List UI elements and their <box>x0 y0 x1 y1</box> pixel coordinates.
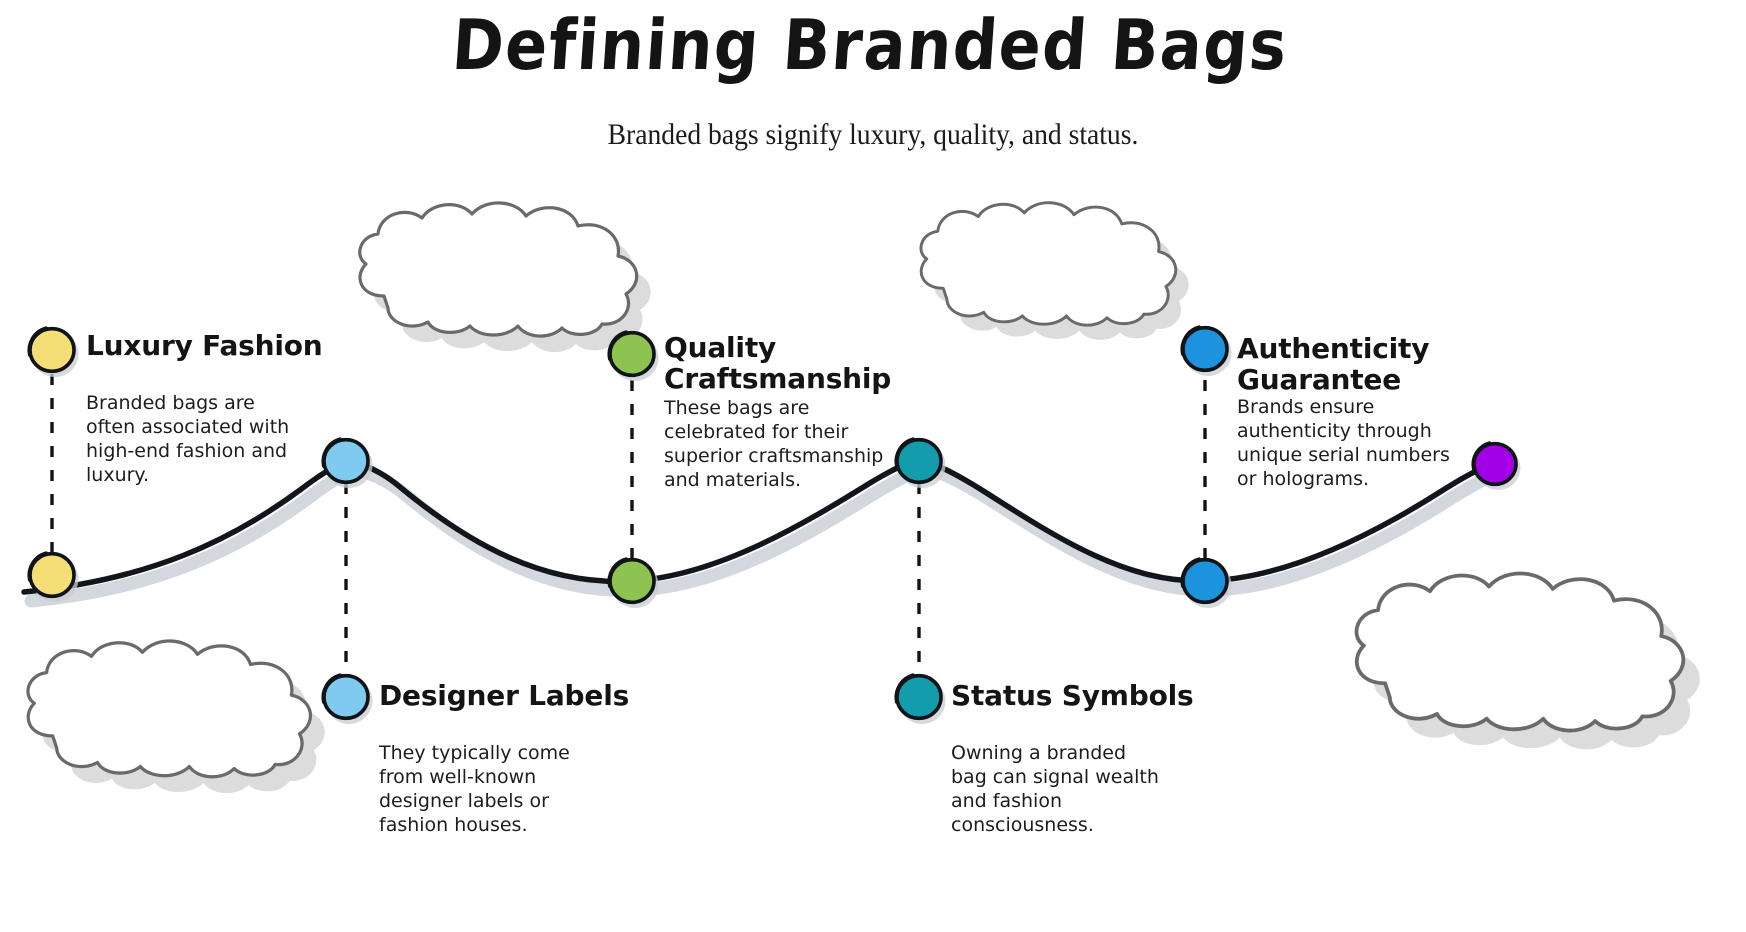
marker-sketch-arc <box>1180 557 1201 588</box>
label-marker-quality-craftsmanship[interactable] <box>607 330 659 381</box>
node-title-status-symbols: Status Symbols <box>951 679 1194 712</box>
marker-sketch-arc <box>607 330 628 361</box>
label-marker-luxury-fashion[interactable] <box>27 326 79 377</box>
marker-sketch-arc <box>1471 441 1492 471</box>
page-subtitle: Branded bags signify luxury, quality, an… <box>607 118 1139 151</box>
cloud-body <box>358 201 639 338</box>
cloud-bottom-left <box>26 639 325 794</box>
endpoint-marker[interactable] <box>1471 441 1521 490</box>
marker-sketch-arc <box>894 437 915 468</box>
cloud-body <box>26 639 313 779</box>
marker-sketch-arc <box>1180 325 1201 356</box>
marker-sketch-arc <box>894 673 915 704</box>
label-marker-authenticity-guarantee[interactable] <box>1180 325 1232 376</box>
node-title-quality-craftsmanship: Quality Craftsmanship <box>664 331 892 396</box>
cloud-top-left <box>358 201 651 353</box>
connector-lines-layer <box>50 371 1207 675</box>
curve-marker-luxury-fashion[interactable] <box>27 551 79 602</box>
curve-marker-quality-craftsmanship[interactable] <box>607 557 659 608</box>
node-title-authenticity-guarantee: Authenticity Guarantee <box>1237 332 1430 397</box>
cloud-bottom-right <box>1354 571 1700 750</box>
cloud-body <box>919 201 1178 327</box>
cloud-body <box>1354 571 1686 733</box>
node-title-designer-labels: Designer Labels <box>379 679 630 712</box>
cloud-top-right <box>919 201 1189 340</box>
marker-sketch-arc <box>321 673 342 704</box>
marker-sketch-arc <box>321 437 342 468</box>
node-description-luxury-fashion: Branded bags are often associated with h… <box>86 392 290 486</box>
node-description-designer-labels: They typically come from well-known desi… <box>379 742 570 836</box>
label-marker-status-symbols[interactable] <box>894 673 946 724</box>
marker-sketch-arc <box>607 557 628 588</box>
node-description-authenticity-guarantee: Brands ensure authenticity through uniqu… <box>1237 396 1450 490</box>
markers-layer <box>27 325 1521 724</box>
marker-sketch-arc <box>27 326 48 357</box>
node-title-luxury-fashion: Luxury Fashion <box>86 329 323 362</box>
curve-marker-designer-labels[interactable] <box>321 437 373 488</box>
label-marker-designer-labels[interactable] <box>321 673 373 724</box>
marker-sketch-arc <box>27 551 48 582</box>
curve-marker-authenticity-guarantee[interactable] <box>1180 557 1232 608</box>
curve-marker-status-symbols[interactable] <box>894 437 946 488</box>
node-description-status-symbols: Owning a branded bag can signal wealth a… <box>951 742 1159 836</box>
node-description-quality-craftsmanship: These bags are celebrated for their supe… <box>664 397 884 491</box>
